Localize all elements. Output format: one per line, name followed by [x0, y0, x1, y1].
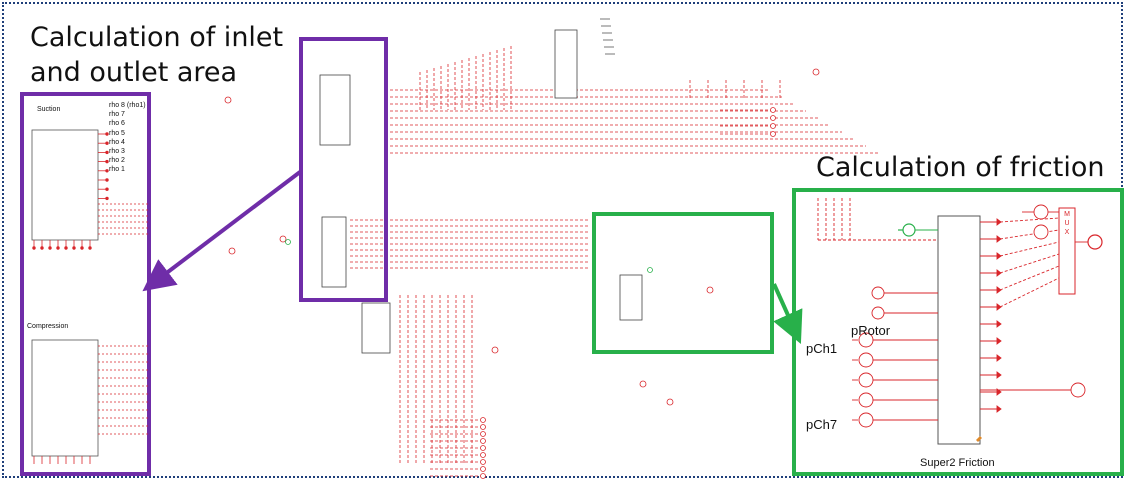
- compression-block: [32, 340, 98, 456]
- output-arrowhead: [997, 372, 1001, 378]
- rho-port-dot: [106, 170, 109, 173]
- mux-input-wire: [1000, 266, 1059, 290]
- mux-input-wire: [1000, 242, 1059, 256]
- rho-port-label: rho 6: [109, 120, 125, 127]
- mux-input-wire: [1000, 278, 1059, 307]
- rho-port-dot: [106, 151, 109, 154]
- input-label-protor: pRotor: [851, 323, 890, 338]
- right-zoom-diagram: [792, 188, 1124, 476]
- small-input-circle: [872, 287, 884, 299]
- output-arrowhead: [997, 406, 1001, 412]
- green-input-circle: [903, 224, 915, 236]
- input-circle: [859, 373, 873, 387]
- rho-port-label: rho 7: [109, 111, 125, 118]
- right-output-circle: [1071, 383, 1085, 397]
- rho-port-label: rho 2: [109, 157, 125, 164]
- friction-block: [938, 216, 980, 444]
- bottom-port-dot: [73, 247, 76, 250]
- rho-port-dot: [106, 133, 109, 136]
- rho-port-label: rho 1: [109, 166, 125, 173]
- output-arrowhead: [997, 338, 1001, 344]
- mux-input-wire: [1000, 254, 1059, 273]
- rho-port-label: rho 3: [109, 148, 125, 155]
- suction-label: Suction: [37, 106, 60, 113]
- rho-port-dot: [106, 188, 109, 191]
- bottom-port-dot: [81, 247, 84, 250]
- input-label-pch1: pCh1: [806, 341, 837, 356]
- bottom-port-dot: [89, 247, 92, 250]
- mux-label: MUX: [1063, 210, 1071, 237]
- mux-input-wire: [1000, 230, 1059, 239]
- rho-port-dot: [106, 179, 109, 182]
- bottom-port-dot: [41, 247, 44, 250]
- input-circle: [859, 413, 873, 427]
- output-arrowhead: [997, 355, 1001, 361]
- arrow-purple: [152, 172, 300, 284]
- output-arrowhead: [997, 321, 1001, 327]
- left-zoom-diagram: [20, 92, 151, 476]
- rho-port-label: rho 8 (rho1): [109, 102, 146, 109]
- top-output-circle: [1034, 205, 1048, 219]
- rho-port-label: rho 4: [109, 139, 125, 146]
- suction-block: [32, 130, 98, 240]
- small-input-circle: [872, 307, 884, 319]
- bottom-port-dot: [49, 247, 52, 250]
- rho-port-label: rho 5: [109, 130, 125, 137]
- friction-block-caption: Super2 Friction: [920, 457, 995, 469]
- scope-circle: [1088, 235, 1102, 249]
- compression-label: Compression: [27, 323, 68, 330]
- input-circle: [859, 353, 873, 367]
- bottom-port-dot: [65, 247, 68, 250]
- rho-port-dot: [106, 160, 109, 163]
- bottom-port-dot: [57, 247, 60, 250]
- input-circle: [859, 393, 873, 407]
- rho-port-dot: [106, 142, 109, 145]
- input-label-pch7: pCh7: [806, 417, 837, 432]
- rho-port-dot: [106, 197, 109, 200]
- mux-input-wire: [1000, 218, 1059, 222]
- bottom-port-dot: [33, 247, 36, 250]
- top-output-circle: [1034, 225, 1048, 239]
